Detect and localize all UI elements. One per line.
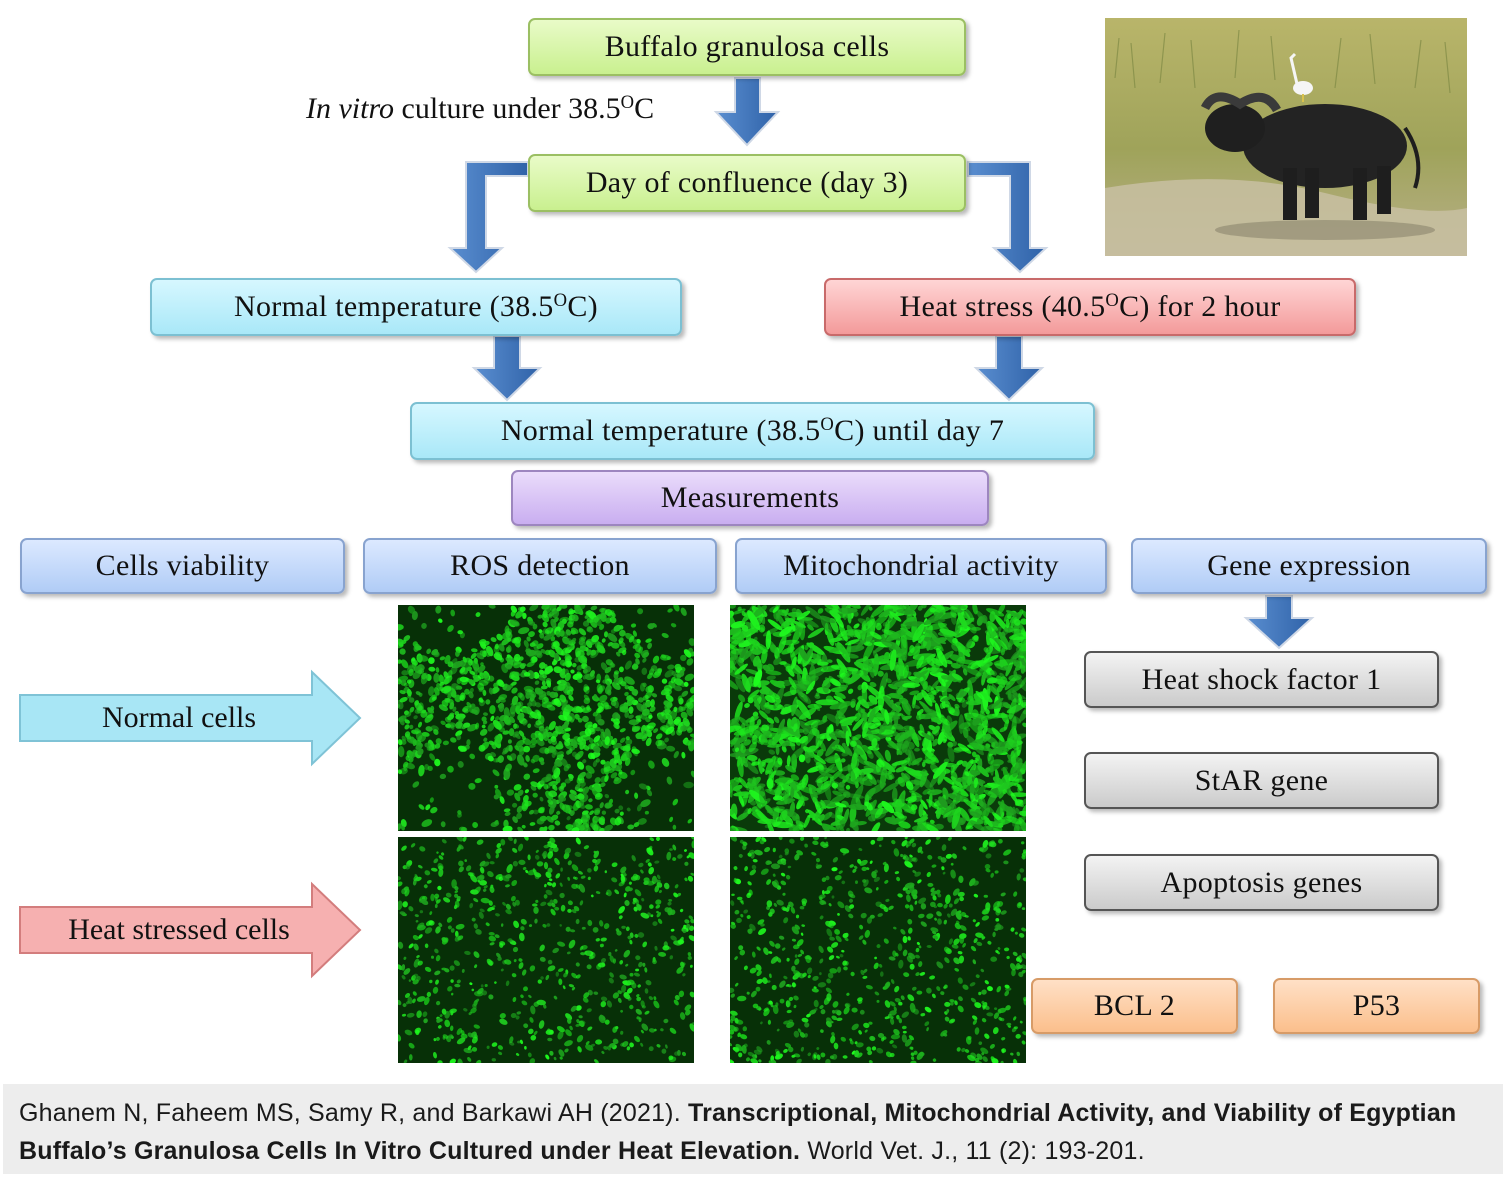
down-arrow-3 [973,335,1045,402]
buffalo-granulosa-label: Buffalo granulosa cells [604,30,890,63]
culture-condition-label: In vitro culture under 38.5OC [306,92,654,126]
ros-normal-micrograph [398,605,694,831]
down-arrow-2 [471,335,543,402]
mito-normal-micrograph [730,605,1026,831]
bcl2-box: BCL 2 [1031,978,1238,1034]
heat-shock-factor-label: Heat shock factor 1 [1141,662,1382,696]
gene-expression-box: Gene expression [1131,538,1487,594]
apoptosis-genes-label: Apoptosis genes [1160,865,1363,899]
mitochondrial-activity-label: Mitochondrial activity [783,549,1059,582]
ros-detection-label: ROS detection [450,549,630,582]
until-day7-box: Normal temperature (38.5OC) until day 7 [410,402,1095,460]
normal-cells-arrow-shape [19,669,362,767]
ros-heat-micrograph [398,837,694,1063]
star-gene-box: StAR gene [1084,752,1439,809]
citation-authors: Ghanem N, Faheem MS, Samy R, and Barkawi… [19,1099,688,1127]
star-gene-label: StAR gene [1194,763,1329,797]
normal-cells-arrow: Normal cells [20,695,338,741]
cells-viability-box: Cells viability [20,538,345,594]
buffalo-granulosa-box: Buffalo granulosa cells [528,18,966,76]
citation-journal: World Vet. J., 11 (2): 193-201. [800,1137,1145,1165]
culture-rest: culture under 38.5 [394,92,621,125]
heat-stressed-cells-arrow: Heat stressed cells [20,907,338,953]
until-day7-label: Normal temperature (38.5OC) until day 7 [500,413,1005,447]
buffalo-photo [1105,18,1467,256]
gene-expression-label: Gene expression [1207,549,1411,582]
mitochondrial-activity-box: Mitochondrial activity [735,538,1107,594]
ros-detection-box: ROS detection [363,538,717,594]
culture-post: C [634,92,655,125]
heat-stress-box: Heat stress (40.5OC) for 2 hour [824,278,1356,336]
heat-shock-factor-box: Heat shock factor 1 [1084,651,1439,708]
confluence-box: Day of confluence (day 3) [528,154,966,212]
culture-sup: O [620,91,635,113]
elbow-arrow-left [447,161,529,274]
culture-italic: In vitro [306,92,395,125]
measurements-box: Measurements [511,470,989,526]
normal-temperature-label: Normal temperature (38.5OC) [234,289,598,323]
heat-cells-arrow-shape [19,881,362,979]
heat-stressed-cells-label: Heat stressed cells [68,913,290,946]
p53-label: P53 [1352,989,1401,1022]
normal-temperature-box: Normal temperature (38.5OC) [150,278,682,336]
connector-arrows [19,77,1315,979]
cells-viability-label: Cells viability [95,549,270,582]
normal-cells-label: Normal cells [101,701,257,734]
elbow-arrow-right [967,161,1049,274]
citation-caption: Ghanem N, Faheem MS, Samy R, and Barkawi… [3,1084,1503,1174]
mito-heat-micrograph [730,837,1026,1063]
bcl2-label: BCL 2 [1093,989,1176,1022]
apoptosis-genes-box: Apoptosis genes [1084,854,1439,911]
down-arrow-1 [713,77,781,147]
citation-title: Transcriptional, Mitochondrial Activity,… [19,1099,1457,1165]
confluence-label: Day of confluence (day 3) [585,166,909,199]
p53-box: P53 [1273,978,1480,1034]
measurements-label: Measurements [660,481,840,514]
down-arrow-4 [1243,595,1315,650]
heat-stress-label: Heat stress (40.5OC) for 2 hour [899,289,1281,323]
